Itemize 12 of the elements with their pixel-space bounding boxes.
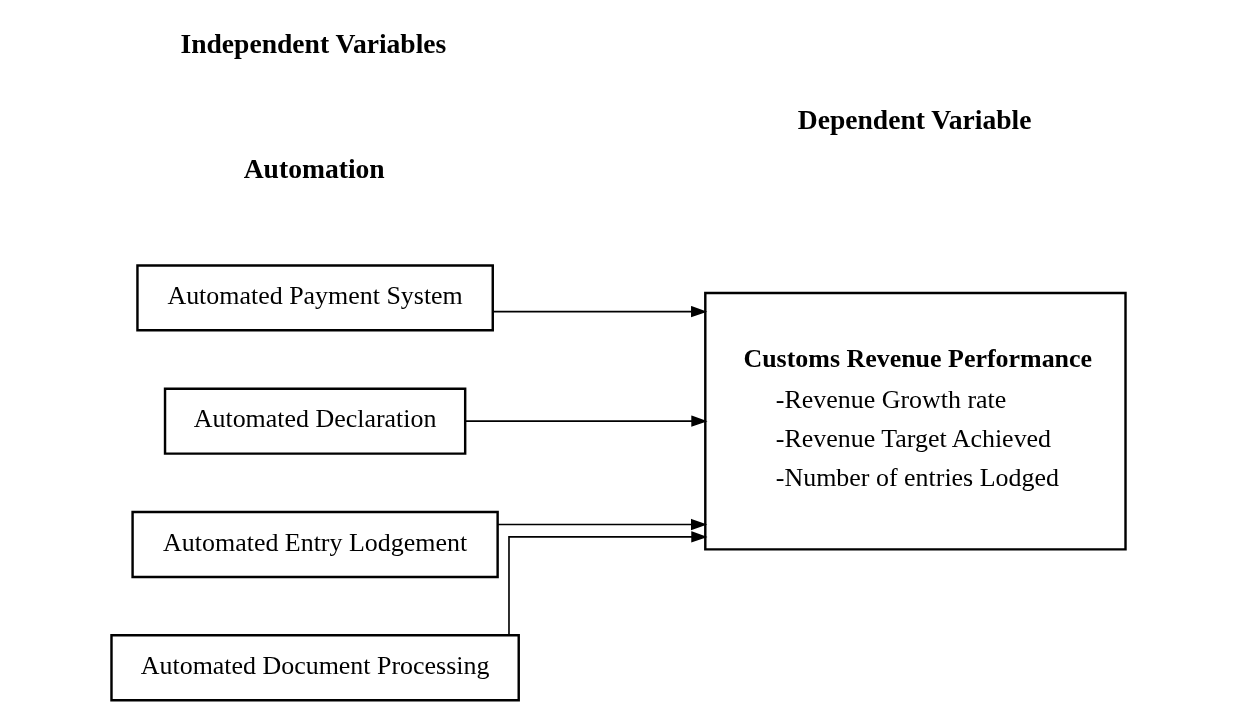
arrow: [508, 531, 708, 636]
node-box: Automated Document Processing: [110, 634, 520, 702]
label: Automation: [243, 152, 385, 184]
label: Independent Variables: [180, 28, 447, 60]
node-box: Automated Declaration: [163, 387, 467, 455]
node-box: Automated Entry Lodgement: [131, 510, 499, 579]
label: Dependent Variable: [797, 104, 1032, 136]
node-box: Customs Revenue Performance -Revenue Growth rate -Revenue Target Achieved -Number of entries Lodged: [704, 291, 1127, 551]
node-box: Automated Payment System: [136, 264, 494, 332]
arrow: [496, 518, 708, 531]
arrow: [491, 305, 708, 318]
arrow: [465, 415, 708, 427]
